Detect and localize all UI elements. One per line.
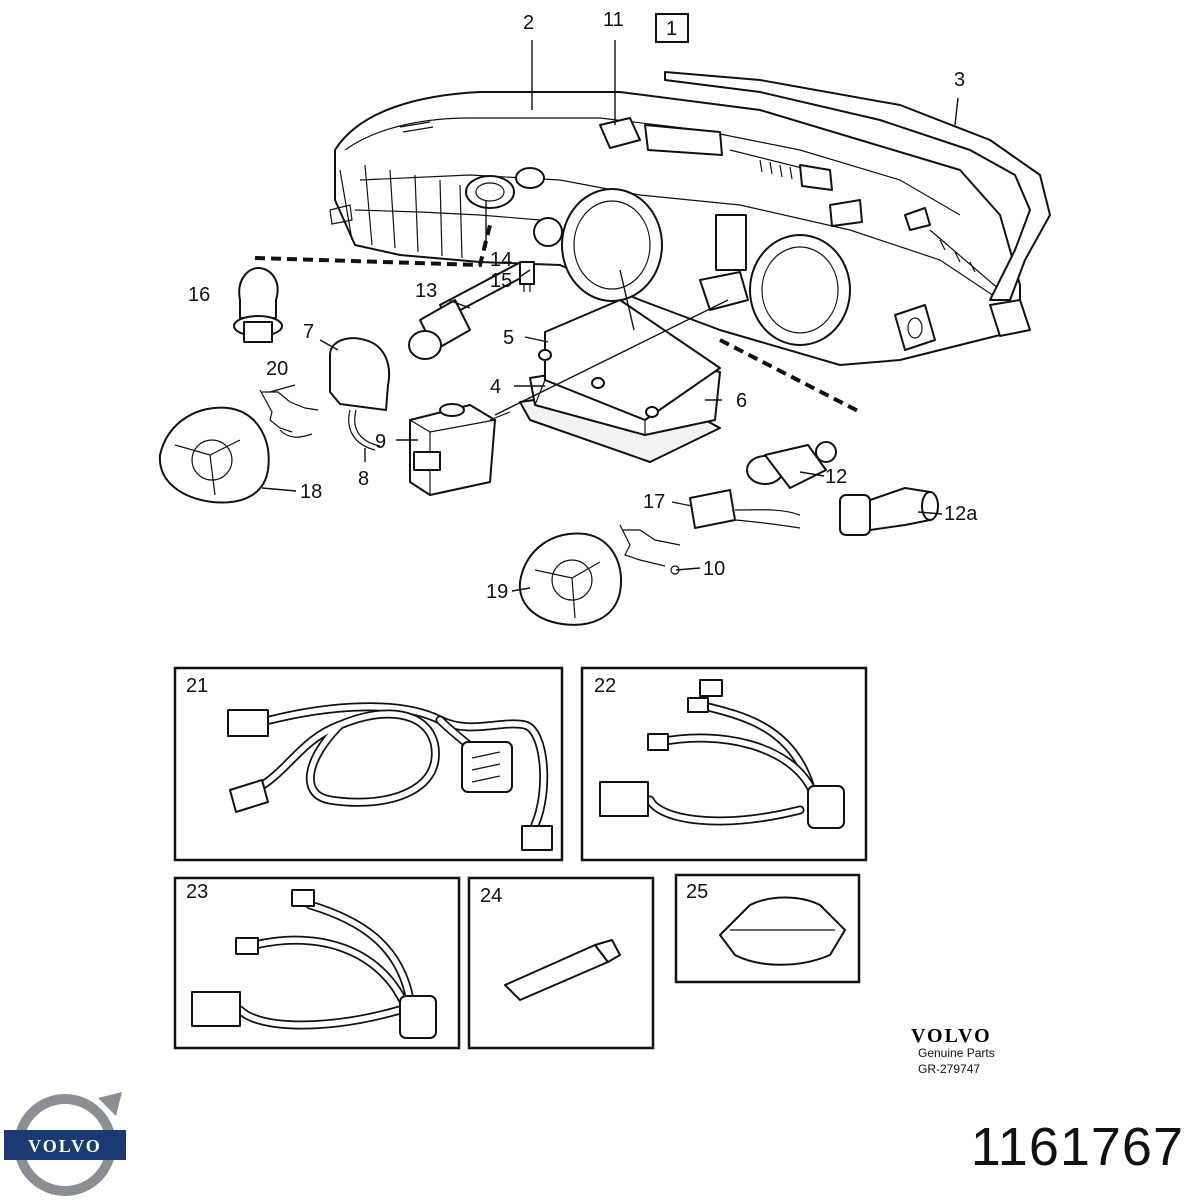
trim-strip-3: [664, 71, 1051, 301]
callout-12: 12: [825, 466, 847, 488]
footer-brand: VOLVO: [911, 1025, 992, 1047]
callout-2: 2: [523, 12, 534, 34]
panel-21-wiring-harness: 21: [173, 666, 564, 862]
headlamp-housing: [329, 91, 1031, 366]
volvo-logo: VOLVO: [4, 1092, 126, 1196]
callout-1: 1: [666, 18, 677, 40]
part-18-rear-cover: [158, 406, 270, 504]
footer-ref: GR-279747: [918, 1062, 980, 1076]
part-17-connector: [689, 489, 801, 529]
part-7-cover: [329, 337, 390, 411]
part-12a-h4-bulb: [839, 487, 939, 536]
part-13-xenon-bulb: [408, 261, 528, 360]
callout-14: 14: [490, 249, 512, 271]
panel-22-label: 22: [594, 675, 616, 697]
part-12-h7-bulb: [746, 441, 837, 489]
callout-12a: 12a: [944, 503, 978, 525]
panel-24-grease-tube: 24: [467, 876, 655, 1050]
panel-25-seal: 25: [674, 873, 861, 984]
callout-4: 4: [490, 376, 501, 398]
panel-21-label: 21: [186, 675, 208, 697]
guide-dash-left: [254, 224, 492, 268]
callout-17: 17: [643, 491, 665, 513]
leader-lines: [261, 40, 959, 592]
callout-6: 6: [736, 390, 747, 412]
part-16-parking-bulb: [233, 267, 283, 343]
panel-23-label: 23: [186, 881, 208, 903]
callout-13: 13: [415, 280, 437, 302]
part-number: 1161767: [970, 1117, 1184, 1177]
callout-5: 5: [503, 327, 514, 349]
panel-22-wiring-harness: 22: [580, 666, 868, 862]
callout-9: 9: [375, 431, 386, 453]
part-4-5-6-control-unit: [519, 299, 721, 463]
callout-16: 16: [188, 284, 210, 306]
part-9-leveling-motor: [409, 403, 511, 496]
callout-11: 11: [603, 9, 624, 31]
callout-15: 15: [490, 270, 512, 292]
footer-genuine-parts: Genuine Parts: [918, 1046, 995, 1060]
callout-8: 8: [358, 468, 369, 490]
part-20-clip: [259, 389, 319, 438]
part-14-15-bulbs: [519, 261, 535, 292]
callout-19: 19: [486, 581, 508, 603]
panel-25-label: 25: [686, 881, 708, 903]
volvo-genuine-parts-footer: VOLVO Genuine Parts GR-279747: [911, 1025, 995, 1076]
callout-18: 18: [300, 481, 322, 503]
callout-labels: 1 2 3 4 5 6 7 8 9 10 11 12 12a 13 14 15 …: [188, 9, 978, 603]
callout-7: 7: [303, 321, 314, 343]
part-8-cable: [348, 409, 381, 451]
guide-dash-right: [719, 338, 861, 414]
callout-10: 10: [703, 558, 725, 580]
part-10-clip: [619, 524, 681, 575]
callout-20: 20: [266, 358, 288, 380]
logo-text: VOLVO: [28, 1136, 102, 1156]
callout-3: 3: [954, 69, 965, 91]
part-19-rear-cover: [518, 532, 622, 626]
panel-23-wiring-harness: 23: [173, 876, 461, 1050]
panel-24-label: 24: [480, 885, 502, 907]
